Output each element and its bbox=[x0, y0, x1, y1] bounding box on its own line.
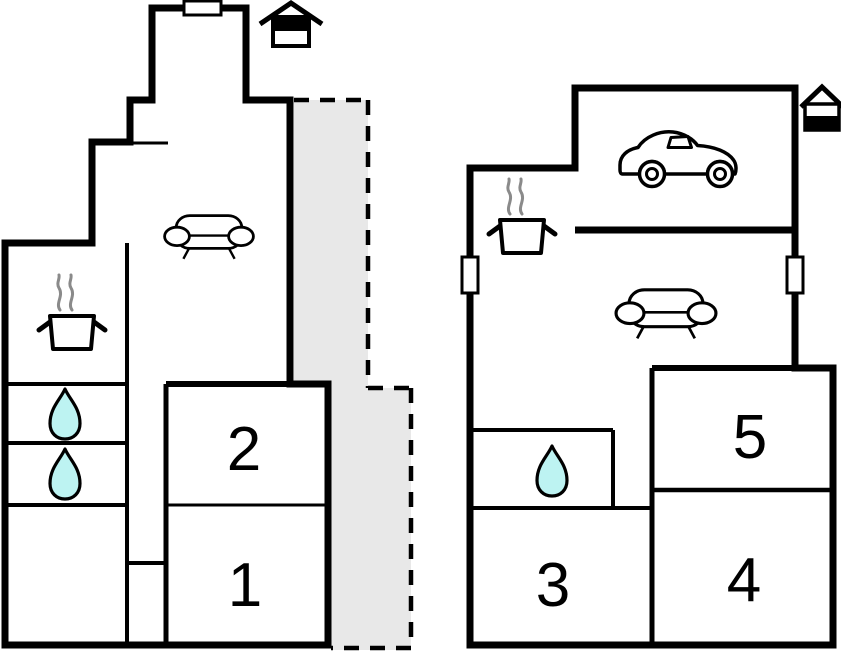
room-4-label: 4 bbox=[727, 546, 761, 615]
left-building-outer-wall bbox=[1, 4, 332, 649]
room-1-label: 1 bbox=[228, 551, 262, 620]
room-3-label: 3 bbox=[536, 551, 570, 620]
left-building-interior-walls bbox=[5, 141, 328, 645]
window-icon bbox=[460, 255, 480, 295]
terrace-area bbox=[294, 97, 414, 651]
room-2-label: 2 bbox=[227, 415, 261, 484]
window-icon bbox=[785, 255, 805, 295]
right-building-interior-walls bbox=[470, 226, 833, 645]
compass-house-icon bbox=[799, 83, 841, 132]
window-icon bbox=[182, 0, 223, 17]
terrace-fill bbox=[294, 100, 411, 650]
terrace-dashed-border bbox=[294, 97, 414, 651]
room-5-label: 5 bbox=[733, 403, 767, 472]
left-building: 1 2 bbox=[1, 0, 332, 649]
right-building: 3 4 5 bbox=[460, 83, 841, 649]
compass-house-icon bbox=[258, 0, 324, 48]
